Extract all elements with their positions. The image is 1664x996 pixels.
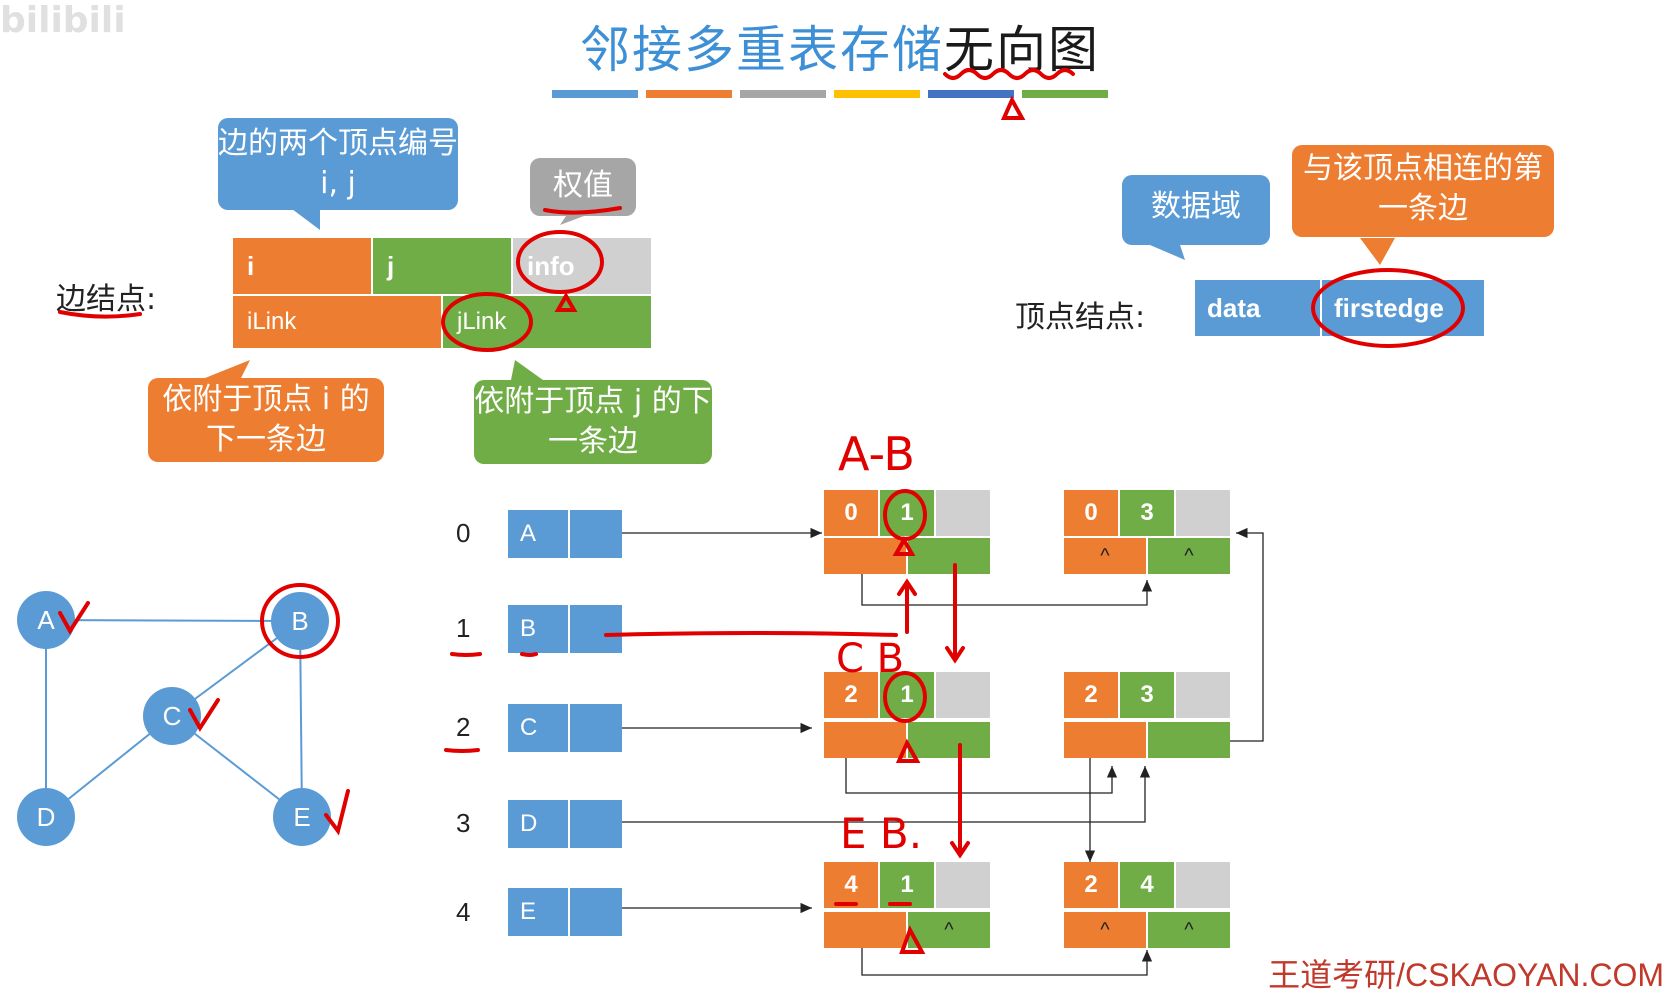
page-title: 邻接多重表存储无向图 — [520, 10, 1160, 82]
callout-data-field: 数据域 — [1122, 175, 1270, 245]
callout-ilink: 依附于顶点 i 的下一条边 — [148, 378, 384, 462]
edge1-info — [1176, 490, 1230, 536]
arrow-up — [897, 578, 917, 634]
annot-ab: A-B — [838, 427, 915, 481]
jlink-circle — [441, 292, 533, 352]
edge4-info — [936, 862, 990, 908]
vertex-ptr-b — [570, 605, 622, 653]
vertex-index-4: 4 — [456, 897, 471, 927]
edge0-j-circle — [883, 489, 927, 541]
edge0-ilink — [824, 538, 906, 574]
edge5-info — [1176, 862, 1230, 908]
edge0-info — [936, 490, 990, 536]
edge5-ilink: ^ — [1064, 912, 1146, 948]
idx1-underline — [450, 652, 482, 657]
b-pointer-scribble — [604, 631, 898, 637]
check-c — [188, 698, 220, 732]
check-a — [58, 601, 90, 635]
vertex-index-1: 1 — [456, 613, 471, 643]
color-bar-orange — [646, 90, 732, 98]
edge3-i: 2 — [1064, 672, 1118, 718]
firstedge-circle — [1311, 268, 1465, 348]
edge3-ilink — [1064, 722, 1146, 758]
edge1-ilink: ^ — [1064, 538, 1146, 574]
field-ilink: iLink — [233, 296, 441, 348]
vertex-index-0: 0 — [456, 518, 471, 548]
graph-vertex-e: E — [273, 788, 331, 846]
vertex-index-3: 3 — [456, 808, 471, 838]
graph-vertex-d: D — [17, 788, 75, 846]
edge4-jlink: ^ — [908, 912, 990, 948]
edge2-j-circle — [883, 671, 927, 723]
edge1-j: 3 — [1120, 490, 1174, 536]
arrow-down-1 — [945, 563, 965, 664]
annot-eb: E B. — [840, 809, 922, 858]
edge2-ilink — [824, 722, 906, 758]
edge3-jlink — [1148, 722, 1230, 758]
circle-b — [260, 583, 340, 659]
tri-edge2 — [895, 738, 921, 763]
title-triangle-mark — [1000, 95, 1026, 120]
vertex-ptr-c — [570, 704, 622, 752]
vertex-cell-c: C — [508, 704, 568, 752]
edge1-jlink: ^ — [1148, 538, 1230, 574]
field-data: data — [1195, 280, 1320, 336]
weight-underline — [543, 206, 622, 215]
edge3-j: 3 — [1120, 672, 1174, 718]
callout-jlink: 依附于顶点 j 的下一条边 — [474, 380, 712, 464]
edge0-i: 0 — [824, 490, 878, 536]
field-i: i — [233, 238, 371, 294]
color-bar-darkblue — [928, 90, 1014, 98]
edge3-info — [1176, 672, 1230, 718]
vertex-cell-d: D — [508, 800, 568, 848]
tri-edge0 — [892, 535, 916, 556]
edge4-ilink — [824, 912, 906, 948]
color-bar-green — [1022, 90, 1108, 98]
edge4-j: 1 — [880, 862, 934, 908]
arrow-down-2 — [950, 743, 970, 859]
color-bar-blue — [552, 90, 638, 98]
vertex-ptr-d — [570, 800, 622, 848]
b-underline — [520, 652, 538, 657]
graph-vertex-b: B — [271, 592, 329, 650]
edge4-i: 4 — [824, 862, 878, 908]
watermark: bilibili — [0, 0, 126, 41]
vertex-ptr-e — [570, 888, 622, 936]
annot-cb: C B — [836, 636, 904, 682]
vertex-cell-e: E — [508, 888, 568, 936]
vertex-ptr-a — [570, 510, 622, 558]
check-e — [324, 789, 350, 836]
vertex-cell-b: B — [508, 605, 568, 653]
field-j: j — [373, 238, 511, 294]
title-squiggle — [943, 68, 1075, 80]
info-circle — [516, 230, 604, 294]
edge5-j: 4 — [1120, 862, 1174, 908]
color-bar-yellow — [834, 90, 920, 98]
title-part1: 邻接多重表存储 — [580, 21, 944, 79]
edge1-i: 0 — [1064, 490, 1118, 536]
edge0-jlink — [908, 538, 990, 574]
info-triangle-mark — [554, 291, 578, 312]
callout-firstedge: 与该顶点相连的第一条边 — [1292, 145, 1554, 237]
edge5-jlink: ^ — [1148, 912, 1230, 948]
vertex-cell-a: A — [508, 510, 568, 558]
field-jlink: jLink — [443, 296, 651, 348]
tri-edge4 — [899, 925, 926, 954]
footer-watermark: 王道考研/CSKAOYAN.COM — [1268, 957, 1664, 993]
edge-label-underline — [58, 310, 142, 319]
color-bar-gray — [740, 90, 826, 98]
field-firstedge: firstedge — [1322, 280, 1484, 336]
edge5-i: 2 — [1064, 862, 1118, 908]
idx2-underline — [444, 748, 480, 753]
edge2-info — [936, 672, 990, 718]
vertex-node-label: 顶点结点: — [1015, 300, 1146, 335]
edge-node-label: 边结点: — [56, 282, 157, 317]
vertex-index-2: 2 — [456, 712, 471, 742]
callout-edge-vertices: 边的两个顶点编号i, j — [218, 118, 458, 210]
edge2-jlink — [908, 722, 990, 758]
edge2-i: 2 — [824, 672, 878, 718]
